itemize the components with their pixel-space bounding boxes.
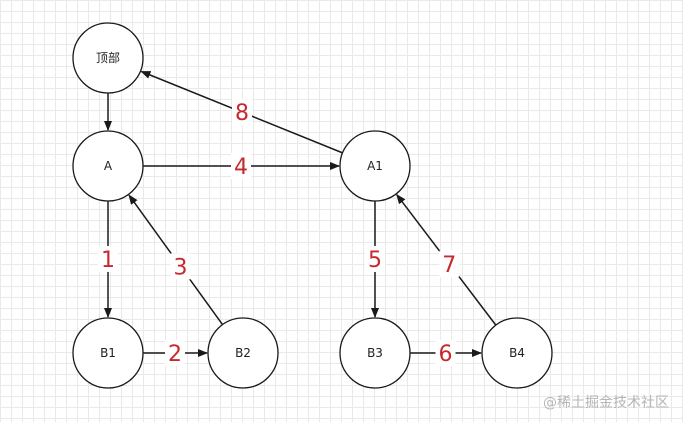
edge-label-1: 1 [101,248,115,273]
node-circle [207,317,279,389]
edge-label-7: 7 [442,253,456,278]
node-B3: B3 [339,317,411,389]
node-label: A [104,159,113,173]
edge-label-background [98,246,118,272]
node-circle [72,130,144,202]
node-B1: B1 [72,317,144,389]
node-circle [72,317,144,389]
node-label: B2 [235,346,251,360]
edge-label-background [231,153,251,179]
node-A1: A1 [339,130,411,202]
edge-labels-layer: 1 2 3 4 5 6 7 8 [98,99,460,367]
edge-label-6: 6 [439,342,453,367]
node-circle [339,317,411,389]
edge-label-8: 8 [235,101,249,126]
node-B2: B2 [207,317,279,389]
node-label: A1 [367,159,383,173]
node-B4: B4 [481,317,553,389]
edge-label-background [439,250,460,277]
node-A: A [72,130,144,202]
edge-label-2: 2 [168,342,182,367]
node-label: B1 [100,346,116,360]
node-label: B3 [367,346,383,360]
edge-label-5: 5 [368,248,382,273]
node-top: 顶部 [72,22,144,94]
edges-layer [104,70,497,357]
node-label: 顶部 [96,50,120,65]
node-circle [481,317,553,389]
node-circle [72,22,144,94]
edge-label-background [231,99,252,126]
edge-label-4: 4 [234,155,248,180]
edge-label-background [165,340,185,366]
node-circle [339,130,411,202]
edge-label-background [170,253,191,280]
watermark-text: @稀土掘金技术社区 [543,395,669,411]
edge-label-background [435,340,456,366]
edge-label-3: 3 [173,255,187,280]
edge-label-background [365,246,385,272]
node-label: B4 [509,346,525,360]
